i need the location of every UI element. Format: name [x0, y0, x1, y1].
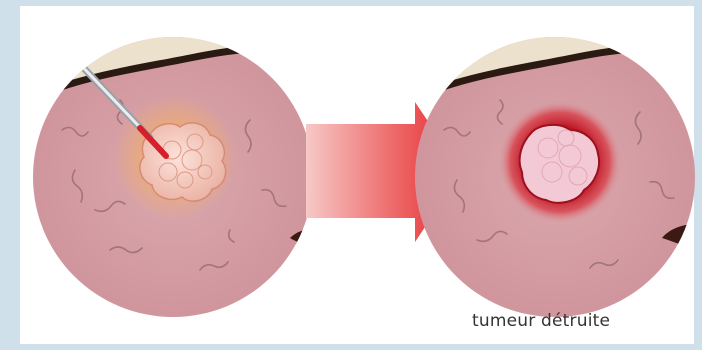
tumor-destroyed-circle — [402, 20, 702, 317]
caption-tumor-destroyed: tumeur détruite — [472, 311, 610, 331]
tumor-before-circle — [20, 20, 330, 317]
